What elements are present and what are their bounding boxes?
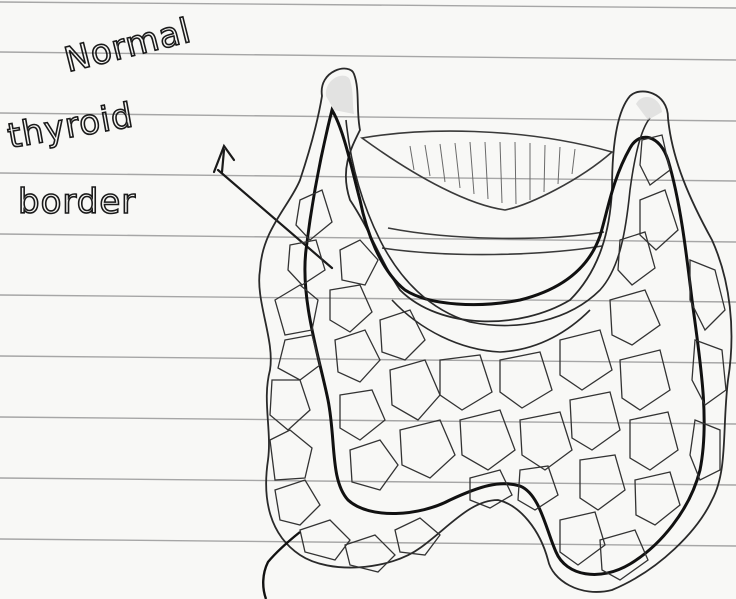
nodule-cells: [270, 135, 726, 580]
trachea-cartilage: [362, 131, 612, 254]
horn-shading: [326, 76, 662, 120]
ruled-lines: [0, 2, 736, 546]
label-text: Normal thyroid border: [5, 11, 196, 222]
label-line-thyroid: thyroid: [5, 95, 137, 156]
label-line-border: border: [18, 182, 136, 222]
label-line-normal: Normal: [61, 11, 196, 81]
arrow-pointer: [214, 146, 332, 268]
